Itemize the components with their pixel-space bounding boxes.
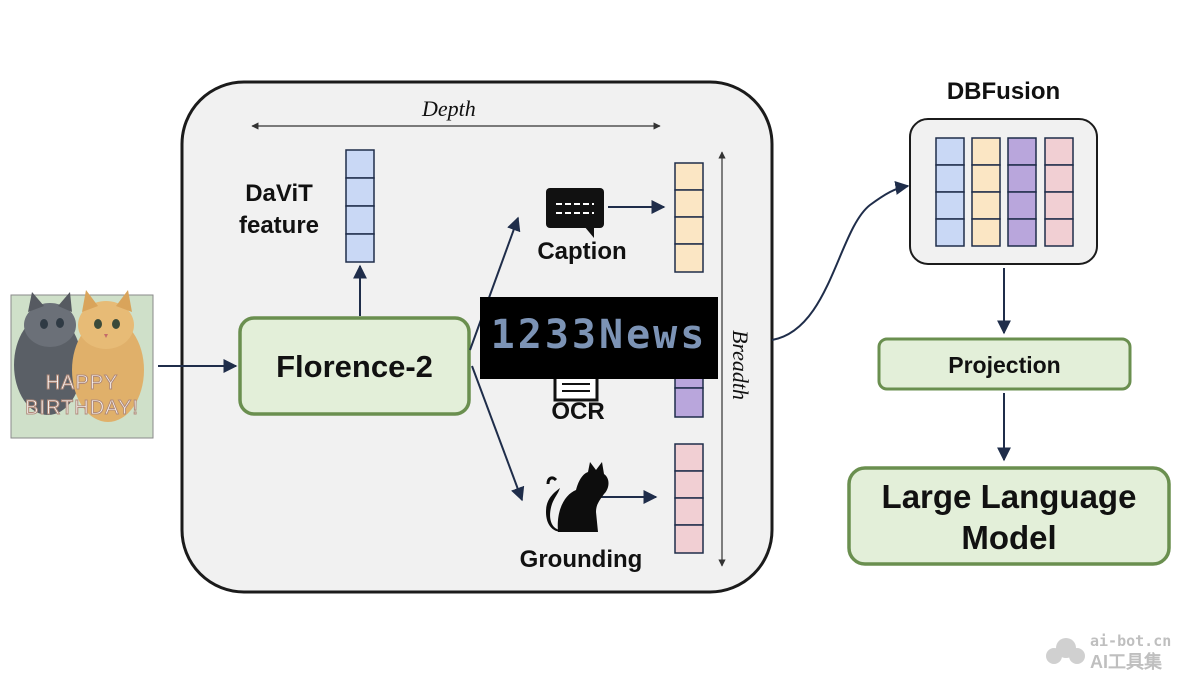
davit-feature-vector xyxy=(345,149,375,263)
grounding-feature-vector xyxy=(674,443,704,554)
card-text-line2: BIRTHDAY! xyxy=(25,397,139,420)
caption-icon xyxy=(546,188,604,238)
llm-label-line2: Model xyxy=(961,519,1057,556)
florence-label: Florence-2 xyxy=(276,349,433,384)
dbfusion-blue-column xyxy=(935,137,965,247)
input-image xyxy=(10,290,154,439)
davit-label-line2: feature xyxy=(238,212,320,239)
overlay-banner xyxy=(480,297,718,379)
watermark-logo-icon xyxy=(1046,638,1085,664)
llm-label-line1: Large Language xyxy=(881,478,1137,515)
dbfusion-orange-column xyxy=(971,137,1001,247)
watermark-line1: ai-bot.cn xyxy=(1090,632,1172,650)
breadth-label: Breadth xyxy=(728,329,753,401)
overlay-banner-text: 1233News xyxy=(490,312,708,358)
watermark-line2: AI工具集 xyxy=(1090,652,1162,672)
projection-label: Projection xyxy=(948,352,1061,378)
davit-label-line1: DaViT xyxy=(245,180,313,207)
caption-feature-vector xyxy=(674,162,704,273)
depth-label: Depth xyxy=(422,96,476,121)
dbfusion-pink-column xyxy=(1044,137,1074,247)
ocr-label: OCR xyxy=(551,398,605,425)
projection-box xyxy=(877,337,1132,391)
cat-icon xyxy=(546,462,609,532)
dbfusion-purple-column xyxy=(1007,137,1037,247)
vision-encoder-panel xyxy=(180,80,774,594)
llm-box xyxy=(847,466,1171,566)
card-text-line1: HAPPY xyxy=(45,372,119,395)
dbfusion-label: DBFusion xyxy=(946,78,1061,105)
panel-to-dbfusion-arrow xyxy=(771,181,910,341)
florence-to-grounding-arrow xyxy=(471,365,525,502)
grounding-label: Grounding xyxy=(519,546,643,573)
caption-label: Caption xyxy=(537,238,627,265)
florence-to-caption-arrow xyxy=(469,216,521,351)
florence-box xyxy=(238,316,471,416)
